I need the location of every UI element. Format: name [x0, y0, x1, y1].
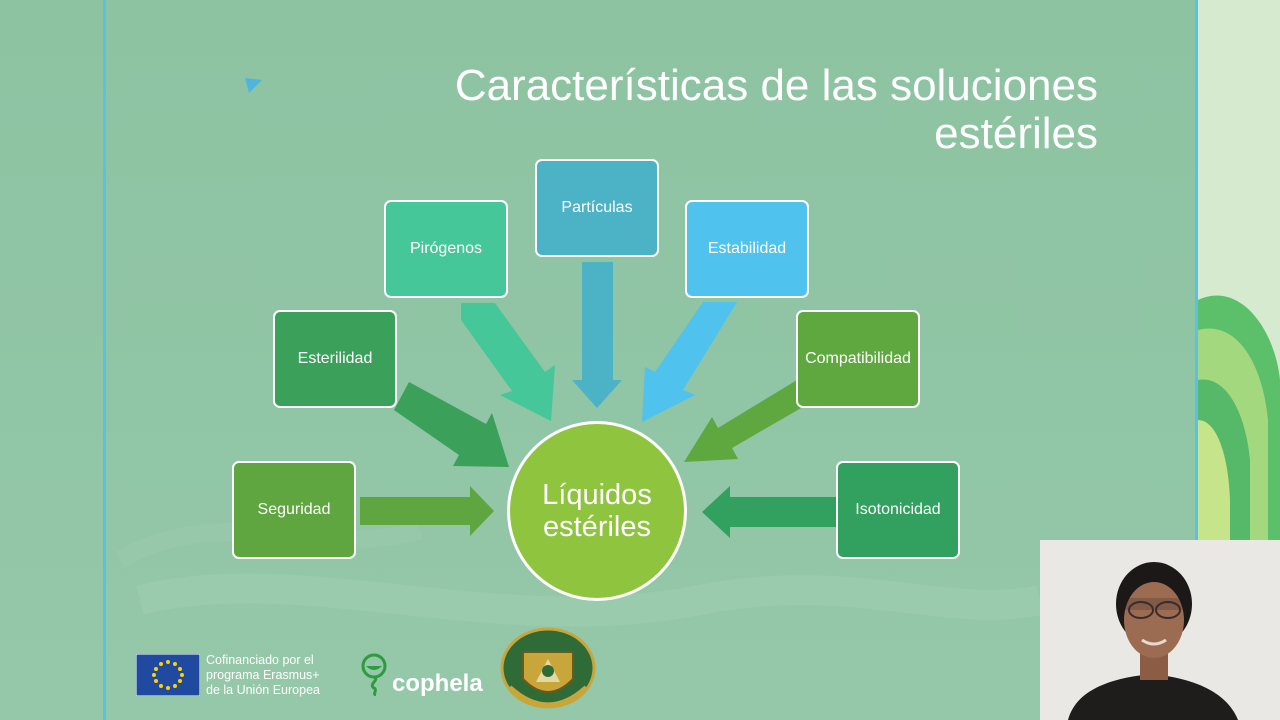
node-label: Pirógenos	[409, 240, 483, 257]
node-esterilidad: Esterilidad	[273, 310, 397, 408]
slide-title-line1: Características de las soluciones	[454, 61, 1098, 110]
node-pirogenos: Pirógenos	[384, 200, 508, 298]
cophela-logo-icon	[361, 653, 387, 696]
node-label: Compatibilidad	[805, 350, 911, 367]
slide-title: Características de las soluciones estéri…	[338, 62, 1098, 158]
eu-text-line3: de la Unión Europea	[206, 683, 320, 697]
eu-text-line2: programa Erasmus+	[206, 668, 320, 682]
center-label-line1: Líquidos	[542, 479, 652, 511]
eu-cofinancing-text: Cofinanciado por el programa Erasmus+ de…	[206, 653, 320, 698]
node-label: Partículas	[561, 199, 633, 216]
presenter-video	[1040, 540, 1280, 720]
node-seguridad: Seguridad	[232, 461, 356, 559]
university-seal-icon	[500, 627, 596, 709]
arrow-estabilidad	[642, 302, 737, 422]
node-estabilidad: Estabilidad	[685, 200, 809, 298]
arrow-isotonicidad	[702, 486, 836, 538]
node-compatibilidad: Compatibilidad	[796, 310, 920, 408]
eu-flag-icon	[136, 654, 200, 696]
node-label: Isotonicidad	[855, 501, 941, 518]
node-isotonicidad: Isotonicidad	[836, 461, 960, 559]
cophela-logo-text: cophela	[392, 670, 483, 697]
arrow-particulas	[572, 262, 622, 408]
node-particulas: Partículas	[535, 159, 659, 257]
arrow-seguridad	[360, 486, 494, 536]
center-label-line2: estériles	[543, 511, 651, 543]
presenter-image	[1040, 540, 1280, 720]
eu-text-line1: Cofinanciado por el	[206, 653, 314, 667]
center-node: Líquidos estériles	[507, 421, 687, 601]
arrow-pirogenos	[461, 303, 555, 421]
node-label: Seguridad	[257, 501, 331, 518]
arrow-esterilidad	[394, 382, 509, 467]
slide-title-line2: estériles	[934, 109, 1098, 158]
node-label: Estabilidad	[707, 240, 787, 257]
node-label: Esterilidad	[297, 350, 373, 367]
arrow-compatibilidad	[684, 380, 808, 462]
